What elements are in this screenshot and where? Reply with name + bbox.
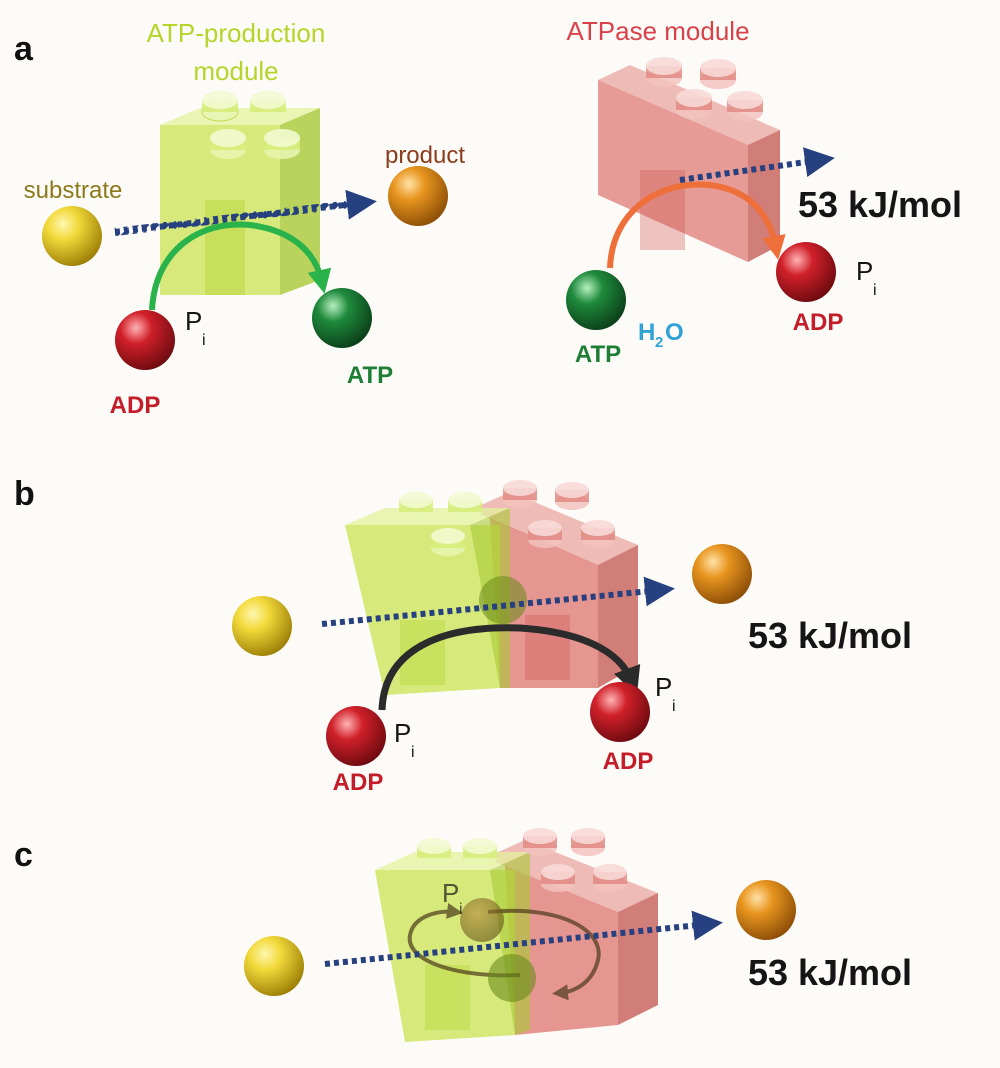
pi-label-2: P (856, 256, 873, 286)
product-ball (388, 166, 448, 226)
product-ball-b (692, 544, 752, 604)
atp-label-2: ATP (575, 341, 621, 368)
panel-letter-a: a (14, 30, 34, 68)
substrate-ball (42, 206, 102, 266)
energy-label-c: 53 kJ/mol (748, 952, 912, 993)
substrate-label: substrate (24, 177, 123, 204)
flow-arrow-b (321, 576, 675, 627)
adp-label: ADP (110, 392, 161, 419)
energy-label-b: 53 kJ/mol (748, 615, 912, 656)
substrate-ball-b (232, 596, 292, 656)
pi-subscript: i (202, 332, 206, 349)
pi-subscript-b-right: i (672, 698, 676, 715)
adp-ball (115, 310, 175, 370)
internal-atp-b (479, 576, 527, 624)
atp-ball-2 (566, 270, 626, 330)
adp-label-b-right: ADP (603, 748, 654, 775)
atpase-flow-arrow (679, 147, 835, 183)
combined-module-b (345, 480, 638, 695)
pi-subscript-2: i (873, 282, 877, 299)
flow-arrow (114, 189, 377, 235)
adp-label-b-left: ADP (333, 769, 384, 796)
panel-c: c (14, 828, 912, 1042)
atp-ball (312, 288, 372, 348)
water-o: O (665, 319, 684, 346)
flow-chain (114, 199, 361, 236)
pi-subscript-c: i (459, 901, 463, 918)
pi-label: P (185, 306, 202, 336)
product-label: product (385, 142, 465, 169)
adp-label-2: ADP (793, 309, 844, 336)
atp-label: ATP (347, 362, 393, 389)
water-subscript: 2 (655, 334, 663, 351)
adp-ball-b-right (590, 682, 650, 742)
atpase-module (598, 57, 780, 262)
substrate-ball-c (244, 936, 304, 996)
atpase-module-label: ATPase module (566, 16, 749, 46)
internal-adp-c (460, 898, 504, 942)
atp-production-module (160, 91, 320, 295)
adp-ball-2 (776, 242, 836, 302)
atp-synthesis-arrow (149, 221, 332, 311)
internal-atp-c (488, 954, 536, 1002)
adp-ball-b-left (326, 706, 386, 766)
cycle-arrow-right (487, 908, 601, 1001)
water-label: H (638, 319, 655, 346)
panel-letter-b: b (14, 475, 35, 513)
atp-hydrolysis-arrow (607, 181, 786, 269)
product-ball-c (736, 880, 796, 940)
panel-b: b (14, 475, 912, 796)
pi-label-b-right: P (655, 672, 672, 702)
panel-a: a ATP-production module substrate (14, 16, 962, 419)
coupled-arrow-b (378, 624, 641, 711)
cycle-arrow-left (407, 903, 521, 978)
production-module-label-line1: ATP-production (147, 18, 326, 48)
production-module-label-line2: module (193, 56, 278, 86)
pi-label-c: P (442, 878, 459, 908)
panel-letter-c: c (14, 836, 33, 874)
flow-arrow-c (324, 910, 723, 967)
pi-label-b-left: P (394, 718, 411, 748)
pi-subscript-b-left: i (411, 744, 415, 761)
energy-label-a: 53 kJ/mol (798, 184, 962, 225)
combined-module-c (375, 828, 658, 1042)
